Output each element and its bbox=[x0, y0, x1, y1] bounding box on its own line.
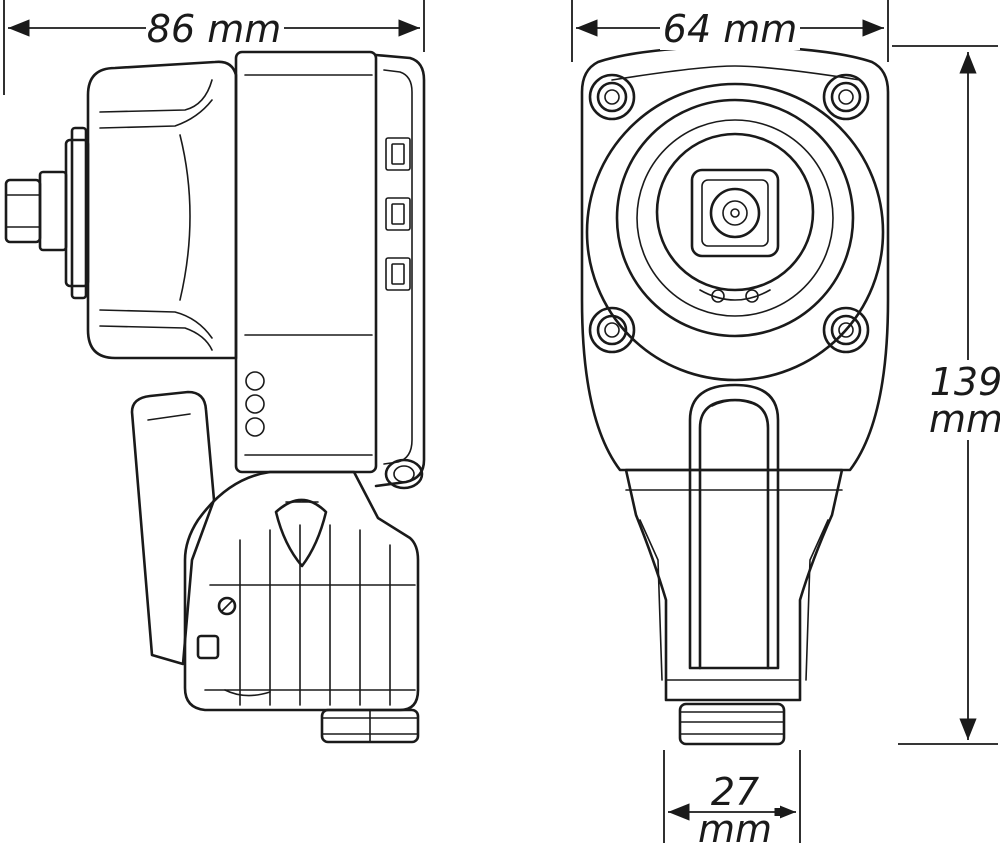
square-drive bbox=[4, 126, 90, 300]
bolt-top-right bbox=[822, 73, 870, 121]
front-air-inlet bbox=[678, 702, 786, 746]
dimension-139: 139 mm bbox=[892, 45, 1000, 745]
inner-ring bbox=[615, 98, 855, 338]
dimension-label-139: 139 bbox=[930, 360, 1000, 404]
bolt-top-left bbox=[588, 73, 636, 121]
front-square-drive bbox=[690, 168, 780, 258]
front-trigger bbox=[688, 383, 780, 670]
dimension-86: 86 mm bbox=[3, 0, 425, 95]
dimension-64: 64 mm bbox=[571, 0, 889, 62]
dimension-unit-139: mm bbox=[929, 397, 1000, 441]
front-view bbox=[580, 44, 890, 746]
air-inlet bbox=[320, 708, 420, 744]
dimension-label-86: 86 mm bbox=[147, 7, 281, 51]
dimension-unit-27: mm bbox=[698, 807, 772, 843]
front-handle bbox=[624, 468, 844, 702]
bolt-bottom-left bbox=[588, 306, 636, 354]
side-view bbox=[4, 50, 426, 744]
bolt-bottom-right bbox=[822, 306, 870, 354]
grip bbox=[183, 470, 420, 712]
trigger bbox=[130, 390, 216, 666]
dimension-label-64: 64 mm bbox=[663, 7, 797, 51]
outer-ring bbox=[585, 82, 885, 382]
dimension-label-27: 27 bbox=[711, 770, 759, 814]
motor-housing bbox=[234, 50, 426, 490]
hammer-case bbox=[86, 60, 238, 360]
dimension-27: 27 mm bbox=[663, 750, 801, 843]
retaining-clip bbox=[699, 289, 771, 301]
